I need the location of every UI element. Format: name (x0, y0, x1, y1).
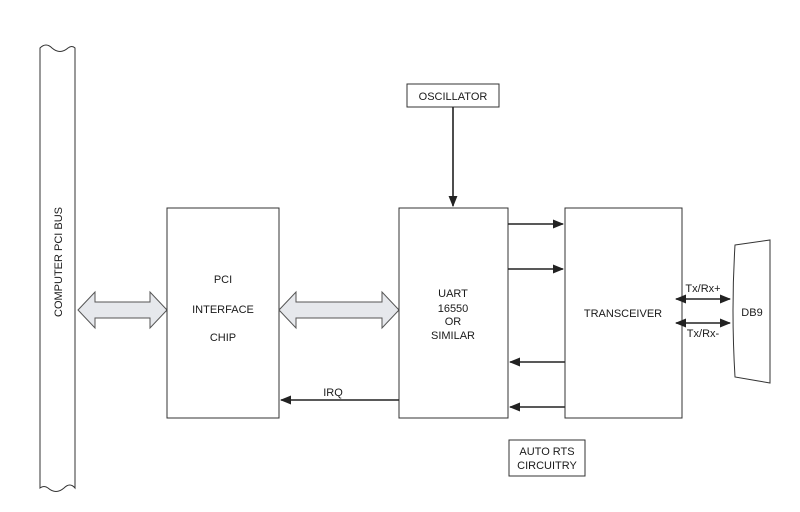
auto-rts-label-line2: CIRCUITRY (517, 460, 577, 472)
pci-interface-chip-box (166, 207, 280, 419)
auto-rts-label-line1: AUTO RTS (519, 446, 574, 458)
pci-uart-double-arrow (278, 290, 400, 330)
uart-label-line3: OR (445, 316, 462, 328)
irq-label: IRQ (323, 387, 343, 399)
pci-chip-label-line2: INTERFACE (192, 304, 254, 316)
db9-connector (732, 239, 771, 384)
pci-chip-label-line3: CHIP (210, 332, 236, 344)
uart-box (398, 207, 509, 419)
uart-label-line1: UART (438, 288, 468, 300)
oscillator-label: OSCILLATOR (419, 91, 488, 103)
pci-chip-label-line1: PCI (214, 274, 232, 286)
pci-bus-bar (39, 44, 76, 492)
auto-rts-box (508, 439, 586, 477)
txrx-minus-label: Tx/Rx- (687, 328, 720, 340)
transceiver-label: TRANSCEIVER (584, 308, 662, 320)
txrx-plus-label: Tx/Rx+ (685, 283, 720, 295)
db9-label: DB9 (741, 307, 762, 319)
bus-pci-double-arrow (77, 290, 168, 330)
transceiver-box (564, 207, 683, 419)
uart-label-line4: SIMILAR (431, 330, 475, 342)
uart-label-line2: 16550 (438, 303, 469, 315)
pci-bus-label: COMPUTER PCI BUS (53, 207, 65, 317)
